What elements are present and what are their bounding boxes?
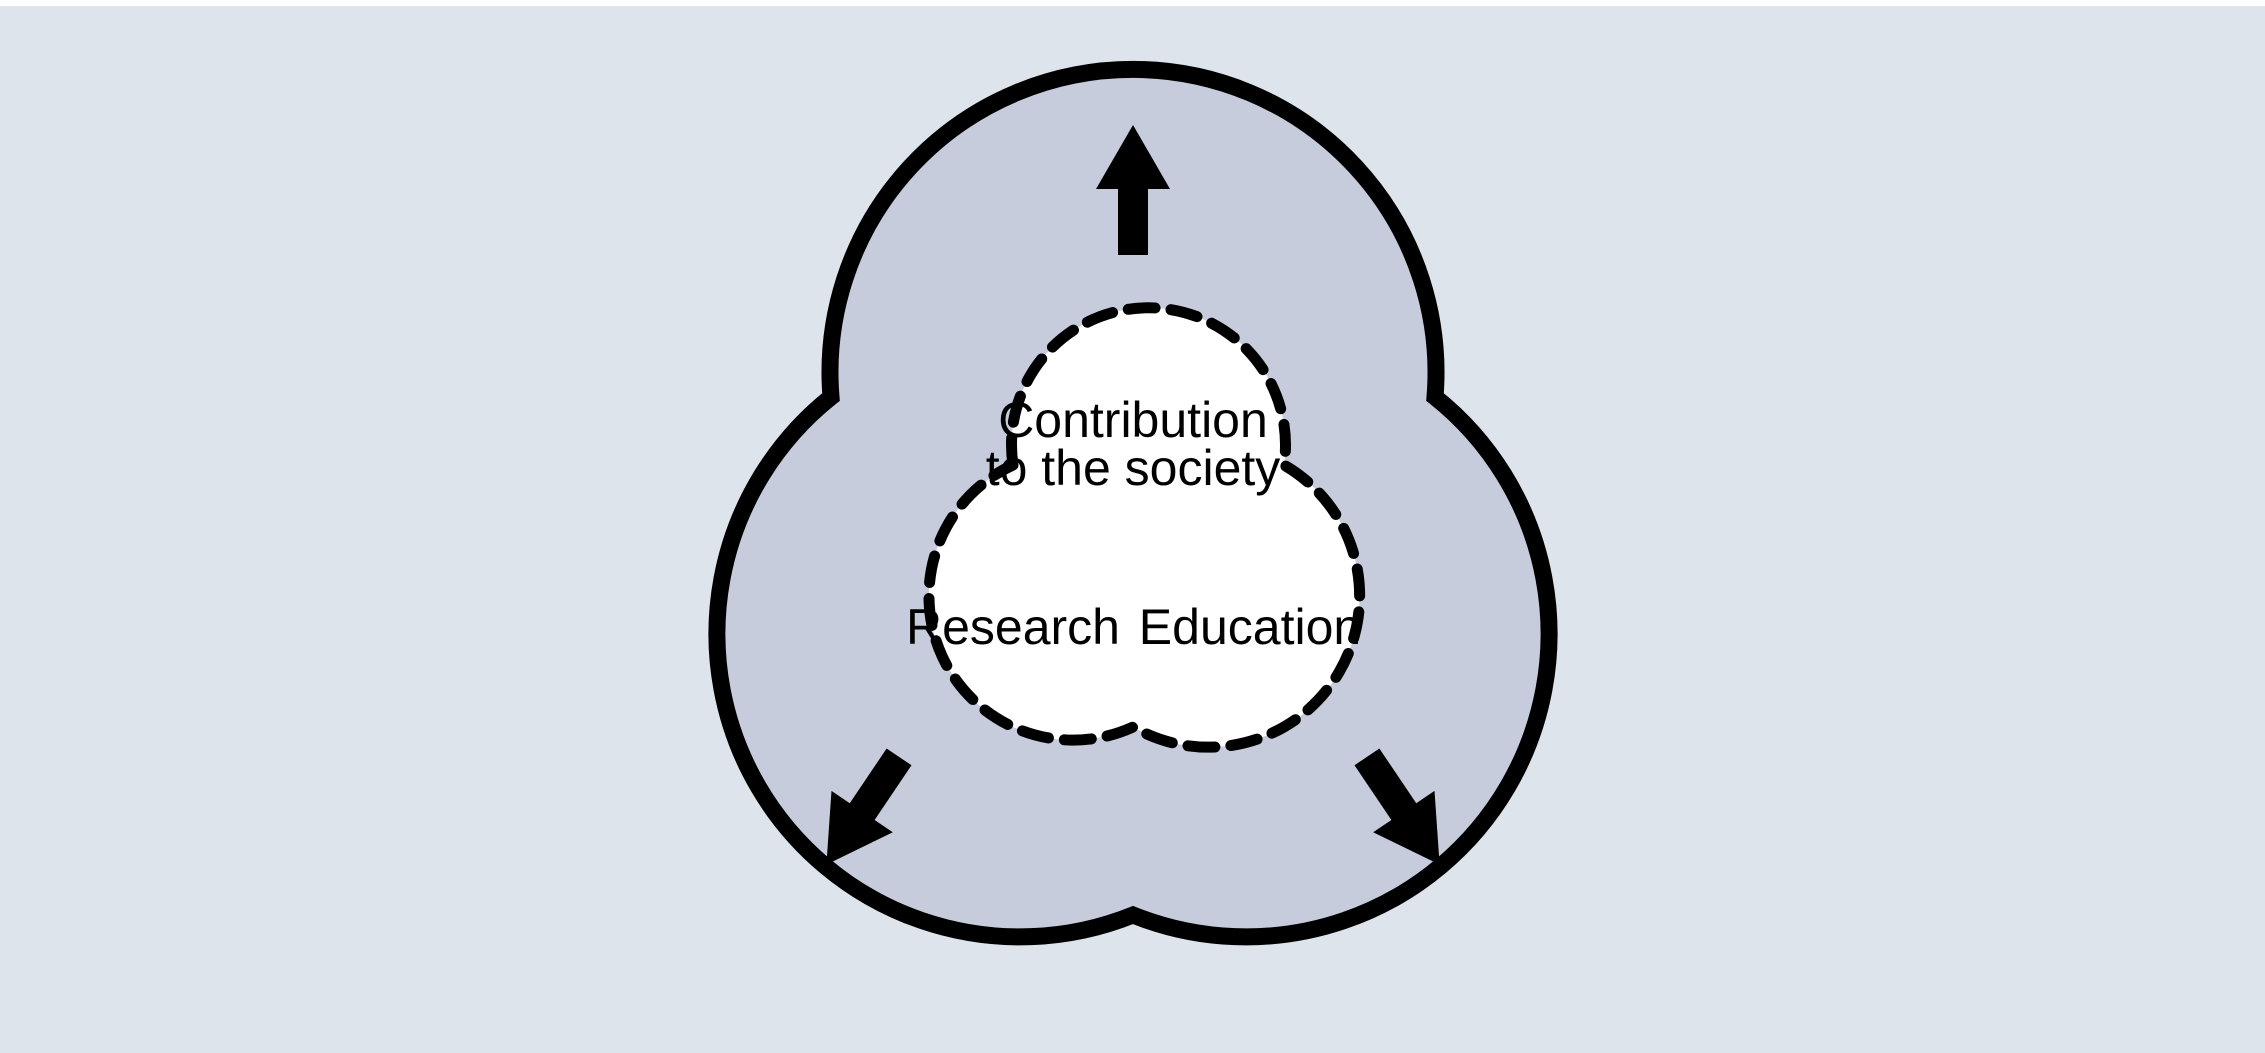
arrow-down-right-icon <box>1354 748 1440 865</box>
label-education: Education <box>1139 599 1361 655</box>
label-research: Research <box>906 599 1120 655</box>
label-contribution-line2: to the society <box>986 440 1281 496</box>
label-contribution-line1: Contribution <box>998 392 1268 448</box>
inner-dashed-trefoil-shape <box>923 302 1366 753</box>
arrow-up-icon <box>1096 125 1170 255</box>
arrow-down-left-icon <box>826 748 912 865</box>
